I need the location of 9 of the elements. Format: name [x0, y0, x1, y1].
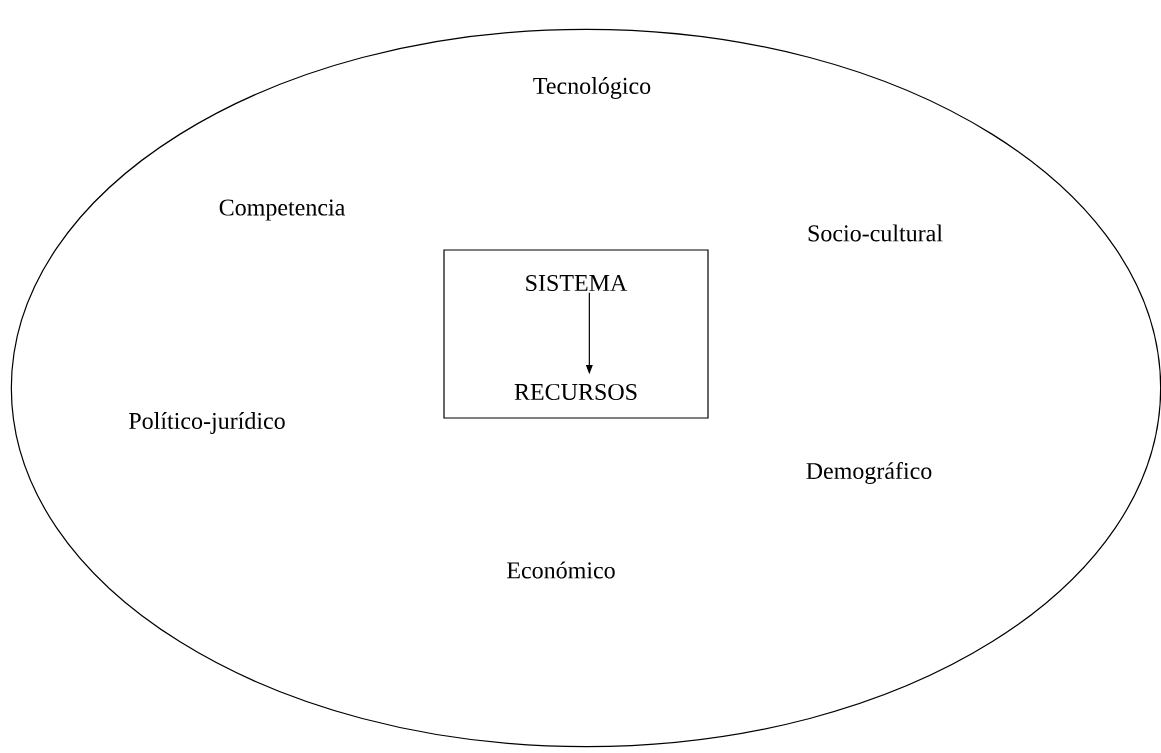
factor-label: Demográfico	[806, 461, 932, 485]
box-label: SISTEMA	[526, 274, 628, 292]
factor-label: Socio-cultural	[808, 224, 943, 242]
factor-label: Económico	[507, 561, 615, 579]
system-box	[443, 249, 709, 419]
box-label: RECURSOS	[514, 383, 637, 401]
factor-label: Tecnológico	[533, 77, 651, 99]
factor-label: Político-jurídico	[129, 412, 285, 434]
factor-label: Competencia	[219, 199, 345, 221]
